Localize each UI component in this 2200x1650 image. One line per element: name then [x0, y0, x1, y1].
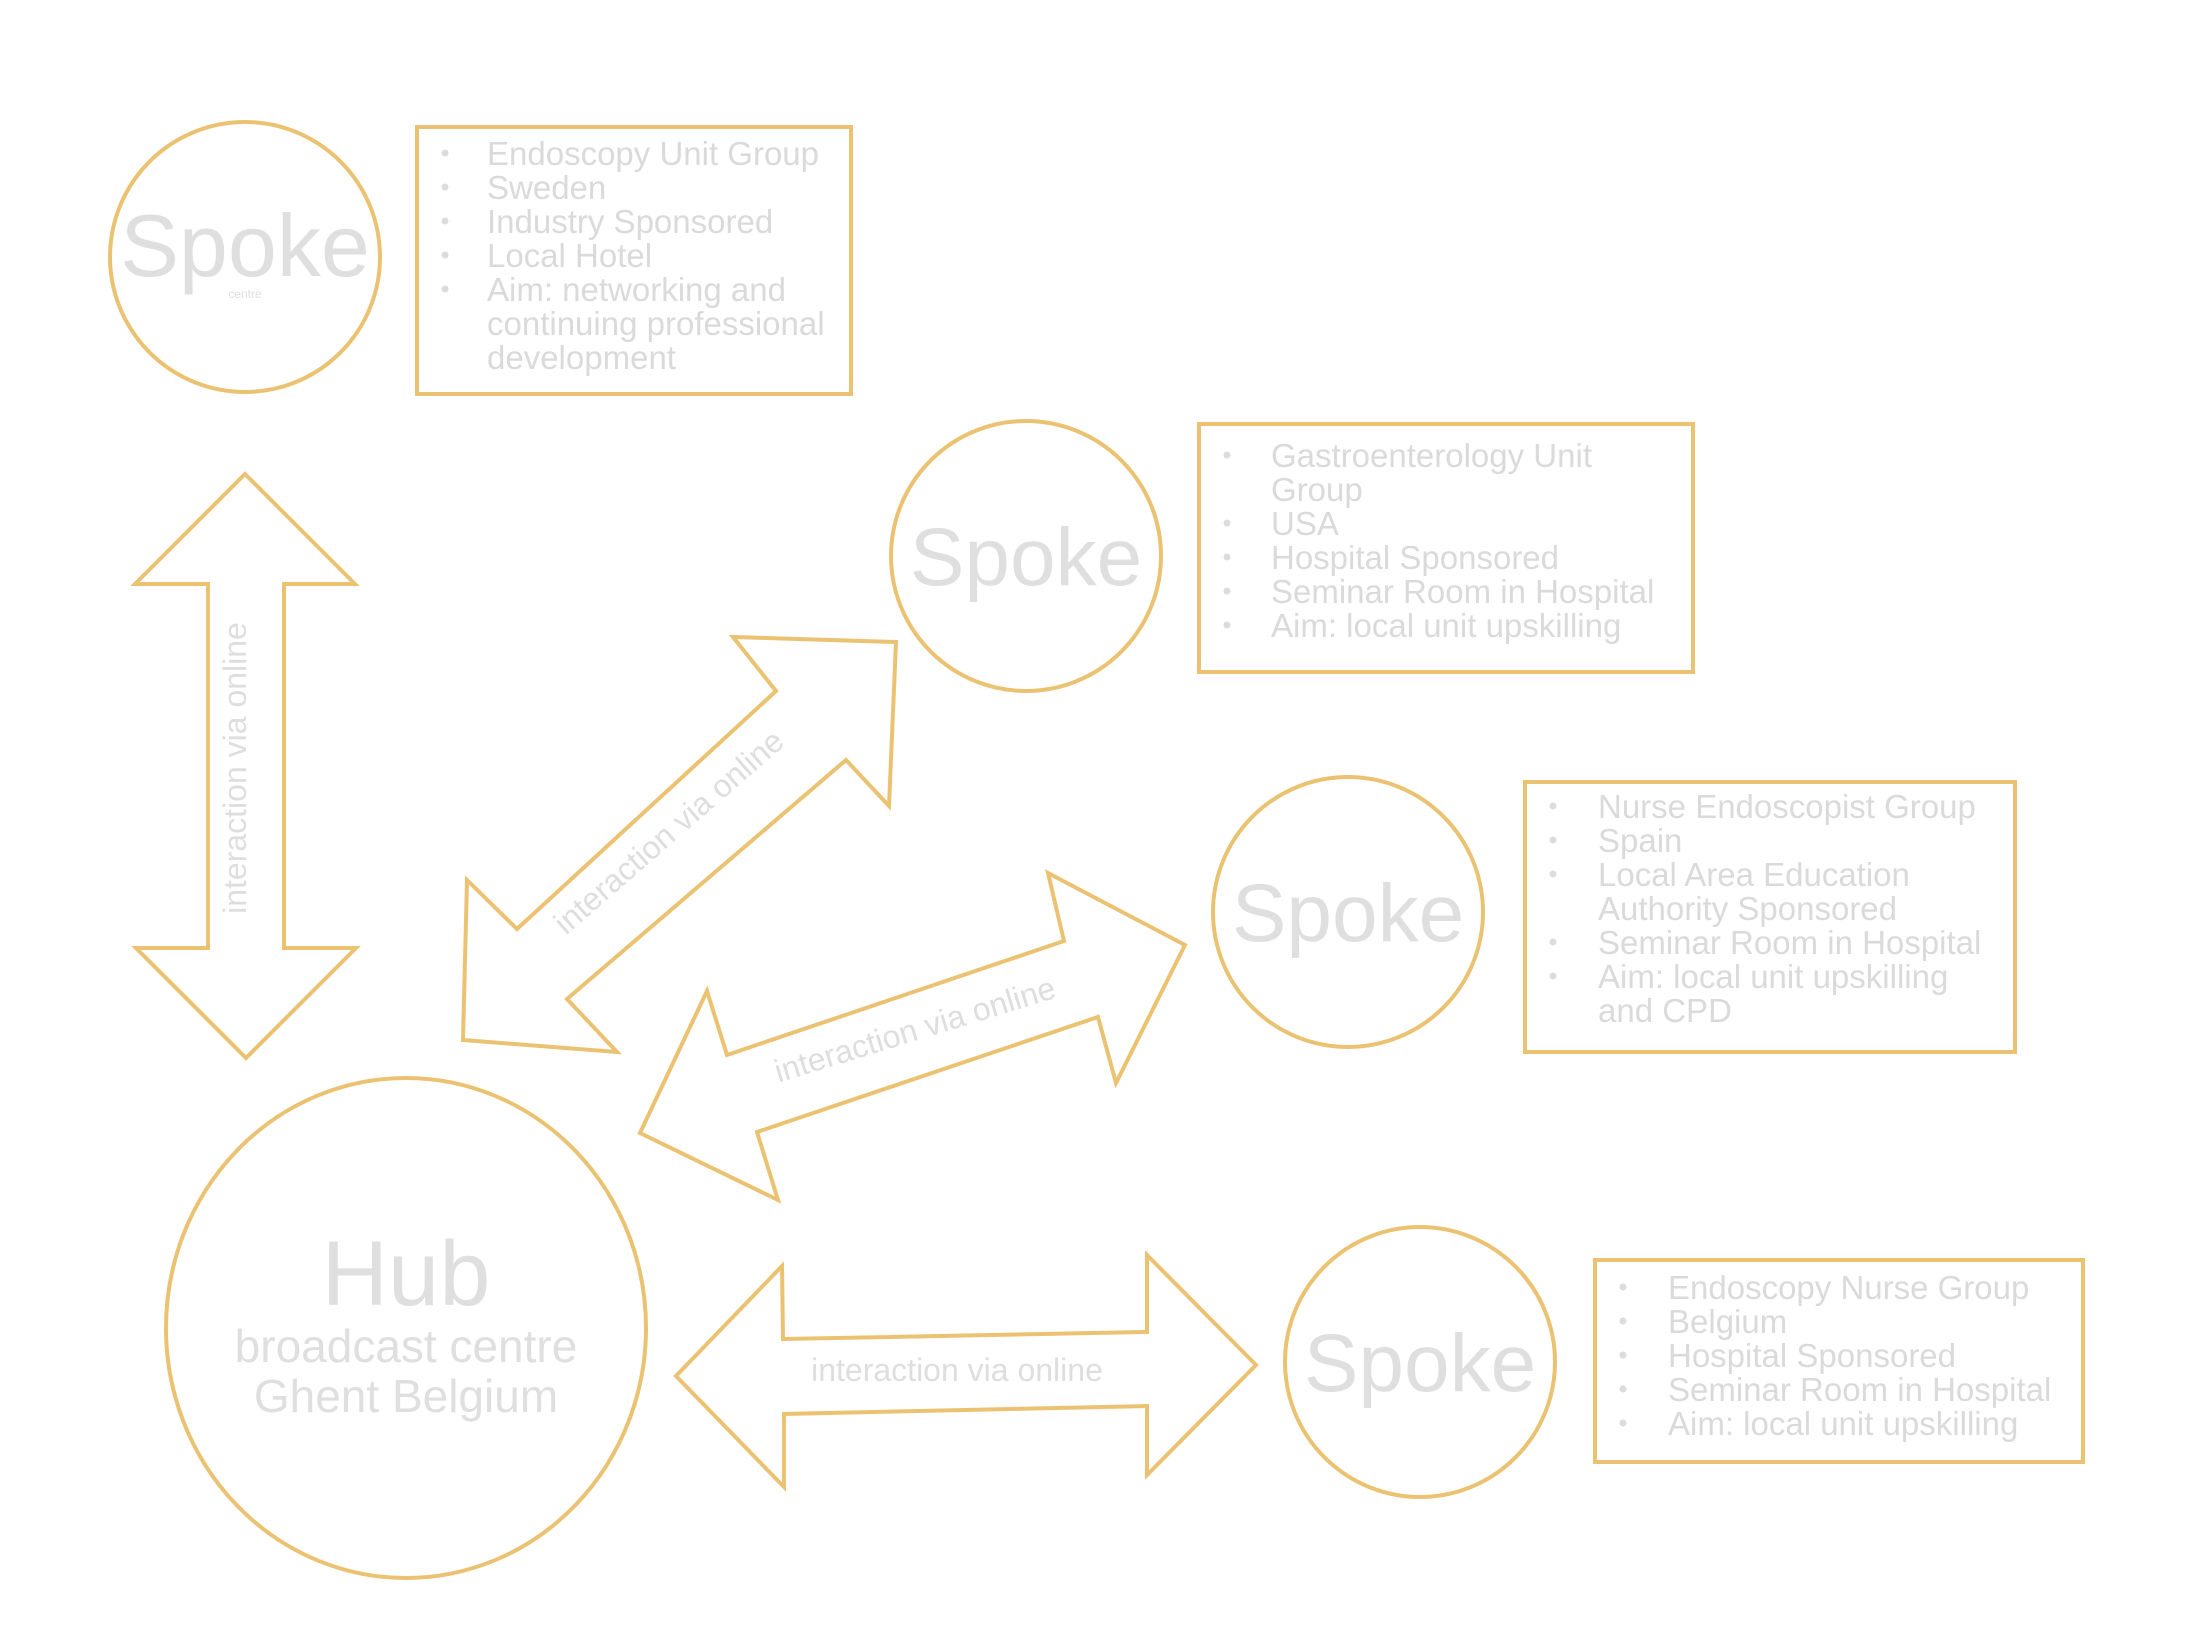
bullet-text: Sweden: [487, 169, 606, 206]
spoke-node-2: Spoke: [889, 419, 1163, 693]
bullet-text: Group: [1271, 471, 1363, 508]
bullet-text: Seminar Room in Hospital: [1271, 573, 1654, 610]
spoke-info-box-2: Gastroenterology Unit Group USA Hospital…: [1197, 422, 1695, 674]
info-box-frame-3: [1523, 780, 2017, 1054]
bullet-text: Aim: local unit upskilling: [1668, 1405, 2018, 1442]
bullet-dot: [441, 217, 449, 225]
spoke-node-3: Spoke: [1211, 775, 1485, 1049]
bullet-text: Aim: local unit upskilling: [1271, 607, 1621, 644]
spoke-node-4: Spoke: [1283, 1225, 1557, 1499]
double-arrow-shape: [673, 1250, 1259, 1492]
bullet-dot: [1223, 519, 1231, 527]
bullet-text: Hospital Sponsored: [1271, 539, 1559, 576]
spoke-circle-4: [1283, 1225, 1557, 1499]
bullet-text: and CPD: [1598, 992, 1732, 1029]
spoke-circle-2: [889, 419, 1163, 693]
bullet-dot: [441, 183, 449, 191]
connector-arrow-2: interaction via online: [460, 634, 899, 1055]
connector-arrow-4: interaction via online: [673, 1250, 1259, 1492]
bullet-dot: [1549, 802, 1557, 810]
bullet-dot: [1619, 1419, 1627, 1427]
bullet-dot: [441, 251, 449, 259]
bullet-text: Aim: networking and: [487, 271, 786, 308]
bullet-dot: [1223, 587, 1231, 595]
bullet-text: Endoscopy Nurse Group: [1668, 1269, 2029, 1306]
bullet-dot: [1619, 1283, 1627, 1291]
bullet-dot: [1223, 553, 1231, 561]
connector-label-1: interaction via online: [217, 622, 253, 914]
bullet-text: Authority Sponsored: [1598, 890, 1897, 927]
bullet-text: Local Area Education: [1598, 856, 1910, 893]
spoke-node-1: Spoke centre: [108, 120, 382, 394]
connector-arrow-3: interaction via online: [637, 869, 1188, 1204]
spoke-label-4: Spoke: [1304, 1318, 1537, 1409]
bullet-dot: [1549, 870, 1557, 878]
bullet-dot: [441, 285, 449, 293]
hub-node: Hub broadcast centre Ghent Belgium: [164, 1076, 648, 1580]
bullet-text: Industry Sponsored: [487, 203, 773, 240]
bullet-dot: [1619, 1317, 1627, 1325]
connector-label-4: interaction via online: [811, 1352, 1103, 1388]
spoke-circle-3: [1211, 775, 1485, 1049]
connector-arrow-1: interaction via online: [130, 471, 361, 1061]
spoke-sublabel-1: centre: [228, 287, 262, 301]
hub-subtitle-line-2: Ghent Belgium: [254, 1370, 558, 1422]
spoke-label-1: Spoke: [120, 196, 370, 295]
bullet-dot: [1223, 451, 1231, 459]
spoke-info-box-1: Endoscopy Unit Group Sweden Industry Spo…: [415, 125, 853, 396]
bullet-dot: [441, 149, 449, 157]
info-box-frame-4: [1593, 1258, 2085, 1464]
bullet-text: Endoscopy Unit Group: [487, 135, 819, 172]
bullet-text: Spain: [1598, 822, 1682, 859]
spoke-info-box-4: Endoscopy Nurse Group Belgium Hospital S…: [1593, 1258, 2085, 1464]
bullet-text: USA: [1271, 505, 1339, 542]
bullet-text: Seminar Room in Hospital: [1598, 924, 1981, 961]
double-arrow-shape: [637, 869, 1188, 1204]
bullet-dot: [1549, 938, 1557, 946]
spoke-circle-1: [108, 120, 382, 394]
bullet-dot: [1549, 836, 1557, 844]
bullet-text: Gastroenterology Unit: [1271, 437, 1592, 474]
spoke-info-box-3: Nurse Endoscopist Group Spain Local Area…: [1523, 780, 2017, 1054]
bullet-dot: [1223, 621, 1231, 629]
spoke-label-3: Spoke: [1232, 868, 1465, 959]
bullet-text: Aim: local unit upskilling: [1598, 958, 1948, 995]
info-box-frame-2: [1197, 422, 1695, 674]
bullet-text: continuing professional: [487, 305, 825, 342]
bullet-text: development: [487, 339, 676, 376]
bullet-dot: [1549, 972, 1557, 980]
double-arrow-shape: [460, 634, 899, 1055]
bullet-text: Hospital Sponsored: [1668, 1337, 1956, 1374]
bullet-dot: [1619, 1351, 1627, 1359]
hub-title: Hub: [322, 1223, 491, 1325]
bullet-text: Local Hotel: [487, 237, 652, 274]
hub-subtitle-line-1: broadcast centre: [235, 1320, 578, 1372]
bullet-dot: [1619, 1385, 1627, 1393]
bullet-text: Belgium: [1668, 1303, 1787, 1340]
double-arrow-shape: [130, 471, 361, 1061]
info-box-frame-1: [415, 125, 853, 396]
spoke-label-2: Spoke: [910, 512, 1143, 603]
hub-circle: [164, 1076, 648, 1580]
bullet-text: Seminar Room in Hospital: [1668, 1371, 2051, 1408]
bullet-text: Nurse Endoscopist Group: [1598, 788, 1976, 825]
